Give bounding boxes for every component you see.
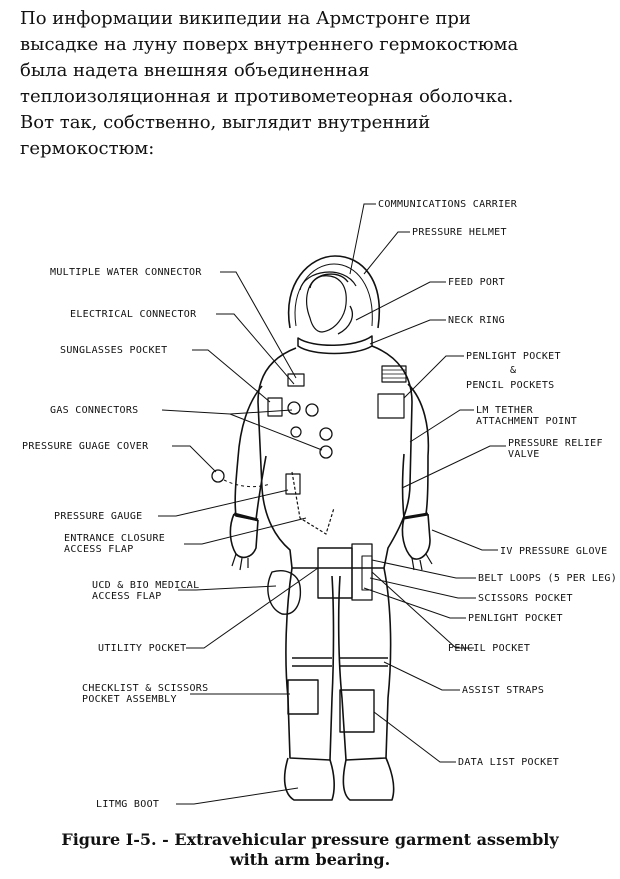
intro-line: По информации википедии на Армстронге пр… xyxy=(20,8,471,29)
torso xyxy=(257,345,413,569)
label-lm-tether-line2: ATTACHMENT POINT xyxy=(476,416,577,427)
label-checklist-line1: CHECKLIST & SCISSORS xyxy=(82,683,208,694)
label-feed-port: FEED PORT xyxy=(448,277,505,288)
label-assist-straps: ASSIST STRAPS xyxy=(462,685,544,696)
spacesuit-diagram: COMMUNICATIONS CARRIER PRESSURE HELMET M… xyxy=(22,199,617,810)
gas-connector-1 xyxy=(287,401,301,415)
label-sunglasses-pocket: SUNGLASSES POCKET xyxy=(60,345,167,356)
flag-stripes xyxy=(382,369,406,379)
spacesuit-figure xyxy=(211,255,433,801)
label-scissors-pocket: SCISSORS POCKET xyxy=(478,593,573,604)
neck-ring-shape xyxy=(297,335,373,355)
scissors-pocket-shape xyxy=(361,555,373,591)
hair xyxy=(309,273,349,289)
electrical-connector-shape xyxy=(287,373,305,387)
face xyxy=(306,275,347,333)
connector-5 xyxy=(290,426,302,438)
label-entrance-closure-line2: ACCESS FLAP xyxy=(64,544,134,555)
intro-line: была надета внешняя объединенная xyxy=(20,60,370,81)
right-boot xyxy=(342,757,395,801)
gas-connector-4 xyxy=(319,445,333,459)
label-belt-loops: BELT LOOPS (5 PER LEG) xyxy=(478,573,617,584)
assist-strap-2 xyxy=(340,657,388,667)
gas-connector-3 xyxy=(319,427,333,441)
right-arm xyxy=(401,383,430,519)
intro-line: теплоизоляционная и противометеорная обо… xyxy=(20,86,514,107)
label-gas-connectors: GAS CONNECTORS xyxy=(50,405,139,416)
intro-line: гермокостюм: xyxy=(20,138,155,159)
figure-caption: Figure I-5. - Extravehicular pressure ga… xyxy=(0,830,620,870)
data-list-pocket-shape xyxy=(339,689,375,733)
label-pressure-relief-line1: PRESSURE RELIEF xyxy=(508,438,603,449)
label-litmg-boot: LITMG BOOT xyxy=(96,799,159,810)
label-pressure-gauge: PRESSURE GAUGE xyxy=(54,511,143,522)
microphone xyxy=(337,305,353,335)
intro-line: высадке на луну поверх внутреннего гермо… xyxy=(20,34,519,55)
label-neck-ring: NECK RING xyxy=(448,315,505,326)
label-entrance-closure-line1: ENTRANCE CLOSURE xyxy=(64,533,165,544)
label-pressure-relief-line2: VALVE xyxy=(508,449,540,460)
label-iv-pressure-glove: IV PRESSURE GLOVE xyxy=(500,546,607,557)
label-penlight-pencil-line3: PENCIL POCKETS xyxy=(466,380,555,391)
checklist-pocket-shape xyxy=(287,679,319,715)
sunglasses-pocket-shape xyxy=(267,397,283,417)
right-leg xyxy=(337,567,392,761)
label-pressure-helmet: PRESSURE HELMET xyxy=(412,227,507,238)
gas-connector-2 xyxy=(305,403,319,417)
pressure-guage-cover-shape xyxy=(211,469,225,483)
leader-lines xyxy=(158,203,506,805)
callout-labels: COMMUNICATIONS CARRIER PRESSURE HELMET M… xyxy=(22,199,617,810)
helmet-inner xyxy=(294,263,373,327)
left-boot xyxy=(283,757,335,801)
penlight-pocket-shape xyxy=(377,393,405,419)
left-leg xyxy=(285,567,335,761)
caption-line: Figure I-5. - Extravehicular pressure ga… xyxy=(61,830,559,849)
caption-line: with arm bearing. xyxy=(229,850,391,869)
left-arm xyxy=(234,385,267,521)
right-wrist-ring xyxy=(403,512,429,520)
label-ucd-line2: ACCESS FLAP xyxy=(92,591,162,602)
label-communications-carrier: COMMUNICATIONS CARRIER xyxy=(378,199,518,210)
left-fingers xyxy=(231,553,249,571)
label-pressure-guage-cover: PRESSURE GUAGE COVER xyxy=(22,441,149,452)
entrance-closure xyxy=(291,471,335,535)
label-penlight-pencil-line1: PENLIGHT POCKET xyxy=(466,351,561,362)
assist-strap-1 xyxy=(292,657,332,667)
label-penlight-pocket: PENLIGHT POCKET xyxy=(468,613,563,624)
comms-cap xyxy=(299,271,357,291)
right-glove xyxy=(401,513,431,560)
label-electrical-connector: ELECTRICAL CONNECTOR xyxy=(70,309,197,320)
intro-line: Вот так, собственно, выглядит внутренний xyxy=(20,112,431,133)
label-ucd-line1: UCD & BIO MEDICAL xyxy=(92,580,199,591)
label-utility-pocket: UTILITY POCKET xyxy=(98,643,187,654)
label-checklist-line2: POCKET ASSEMBLY xyxy=(82,694,177,705)
utility-pocket-shape xyxy=(317,547,353,599)
label-pencil-pocket: PENCIL POCKET xyxy=(448,643,530,654)
label-data-list-pocket: DATA LIST POCKET xyxy=(458,757,559,768)
helmet-outline xyxy=(287,255,380,329)
left-wrist-ring xyxy=(233,512,259,522)
label-multiple-water-connector: MULTIPLE WATER CONNECTOR xyxy=(50,267,202,278)
ucd-flap-shape xyxy=(267,570,302,615)
right-fingers xyxy=(411,553,433,571)
label-penlight-pencil-line2: & xyxy=(510,365,516,376)
pressure-gauge-shape xyxy=(285,473,301,495)
cover-tether xyxy=(223,479,271,488)
intro-text: По информации википедии на Армстронге пр… xyxy=(20,6,610,162)
label-lm-tether-line1: LM TETHER xyxy=(476,405,534,416)
